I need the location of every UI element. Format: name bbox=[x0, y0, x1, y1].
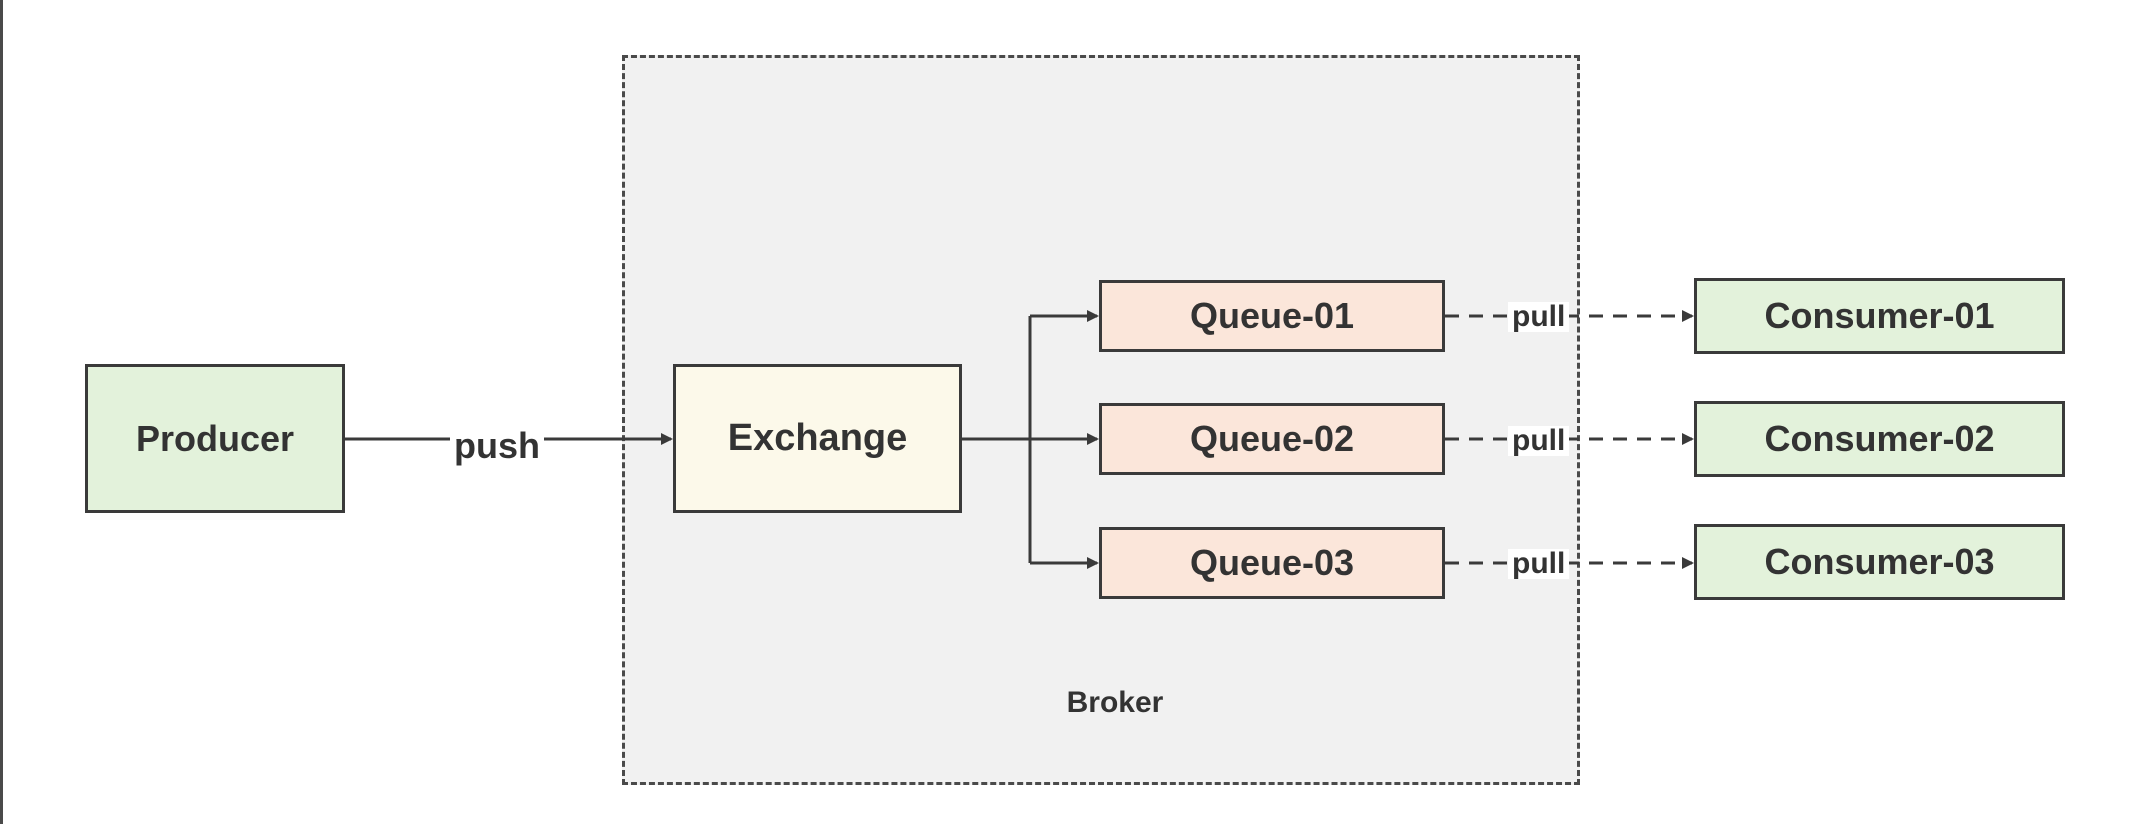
pull-label-01: pull bbox=[1508, 302, 1570, 332]
queue-03-node: Queue-03 bbox=[1099, 527, 1445, 599]
broker-label: Broker bbox=[1066, 686, 1164, 719]
queue-01-node: Queue-01 bbox=[1099, 280, 1445, 352]
pull-label-02: pull bbox=[1508, 426, 1570, 456]
left-edge-border bbox=[0, 0, 3, 824]
consumer-03-node: Consumer-03 bbox=[1694, 524, 2065, 600]
consumer-02-node: Consumer-02 bbox=[1694, 401, 2065, 477]
queue-02-node: Queue-02 bbox=[1099, 403, 1445, 475]
producer-node: Producer bbox=[85, 364, 345, 513]
exchange-node: Exchange bbox=[673, 364, 962, 513]
pull-label-03: pull bbox=[1508, 549, 1570, 579]
push-label: push bbox=[450, 428, 544, 464]
consumer-01-node: Consumer-01 bbox=[1694, 278, 2065, 354]
